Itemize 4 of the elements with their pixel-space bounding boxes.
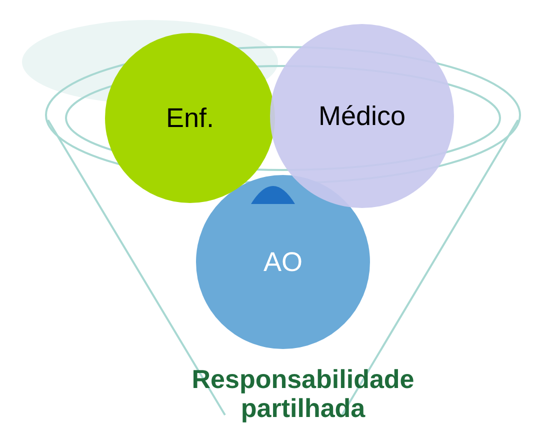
circle-label: Enf. (166, 102, 214, 134)
circle-label: AO (263, 246, 302, 278)
funnel-caption: Responsabilidade partilhada (190, 365, 416, 423)
circle-label: Médico (318, 100, 406, 132)
